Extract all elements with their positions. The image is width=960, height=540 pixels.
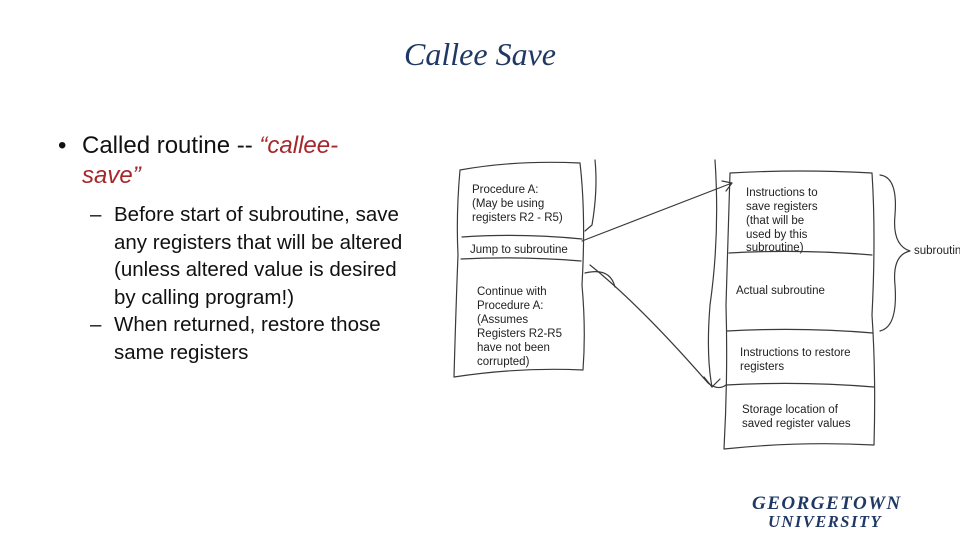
caller-box1-line: registers R2 - R5) <box>472 212 563 224</box>
caller-top-arrow <box>584 159 597 232</box>
caller-jump-label: Jump to subroutine <box>470 244 568 256</box>
main-bullet: • Called routine -- “callee-save” <box>58 131 418 191</box>
sub-bullet-list: –Before start of subroutine, save any re… <box>58 201 418 366</box>
bullet-list: • Called routine -- “callee-save” –Before… <box>58 131 418 366</box>
sub-bullet-item: –Before start of subroutine, save any re… <box>90 203 403 309</box>
sub-box3-line: Instructions to restore <box>740 347 851 359</box>
callee-save-diagram: Procedure A: (May be using registers R2 … <box>453 159 960 450</box>
sub-box4-line: saved register values <box>742 418 851 430</box>
sub-box1-line: subroutine) <box>746 242 804 254</box>
caller-box2-line: (Assumes <box>477 314 528 326</box>
main-bullet-emphasis-1: “callee- <box>259 132 339 159</box>
sub-bullet-item: –When returned, restore those same regis… <box>90 313 381 364</box>
caller-box2-line: Continue with <box>477 286 547 298</box>
logo-line1: GEORGETOWN <box>752 493 902 514</box>
sub-box4-line: Storage location of <box>742 404 839 416</box>
caller-box1-line: (May be using <box>472 198 544 210</box>
call-arrow <box>581 182 733 242</box>
logo-line2: UNIVERSITY <box>768 512 883 531</box>
sub-box1-line: save registers <box>746 201 818 213</box>
caller-box2-line: have not been <box>477 342 550 354</box>
flow-arrows <box>581 159 733 389</box>
caller-box2-line: Registers R2-R5 <box>477 328 562 340</box>
subroutine-scroll <box>723 170 876 450</box>
subroutine-side-arrow <box>707 159 718 388</box>
sub-bullet-text: When returned, restore those same regist… <box>114 313 381 364</box>
sub-box2-label: Actual subroutine <box>736 285 825 297</box>
slide-title: Callee Save <box>404 36 556 72</box>
return-arrowhead <box>584 271 616 288</box>
sub-box3-line: registers <box>740 361 784 373</box>
bullet-dot: • <box>58 132 67 159</box>
caller-box2-line: corrupted) <box>477 356 530 368</box>
sub-box1-line: used by this <box>746 229 808 241</box>
subroutine-side-label: subroutine <box>914 245 960 257</box>
main-bullet-text: Called routine -- <box>82 132 260 159</box>
return-line <box>589 264 727 389</box>
call-arrowhead <box>721 180 733 192</box>
subroutine-brace <box>879 174 911 332</box>
subroutine-side-arrowhead <box>703 376 721 388</box>
sub-box1-line: (that will be <box>746 215 804 227</box>
main-bullet-emphasis-2: save” <box>82 162 141 189</box>
sub-bullet-text: Before start of subroutine, save any reg… <box>114 203 403 309</box>
caller-box2-line: Procedure A: <box>477 300 543 312</box>
caller-box1-line: Procedure A: <box>472 184 538 196</box>
caller-procedure-scroll <box>453 161 585 378</box>
sub-box1-line: Instructions to <box>746 187 818 199</box>
georgetown-logo: GEORGETOWN UNIVERSITY <box>752 494 934 530</box>
